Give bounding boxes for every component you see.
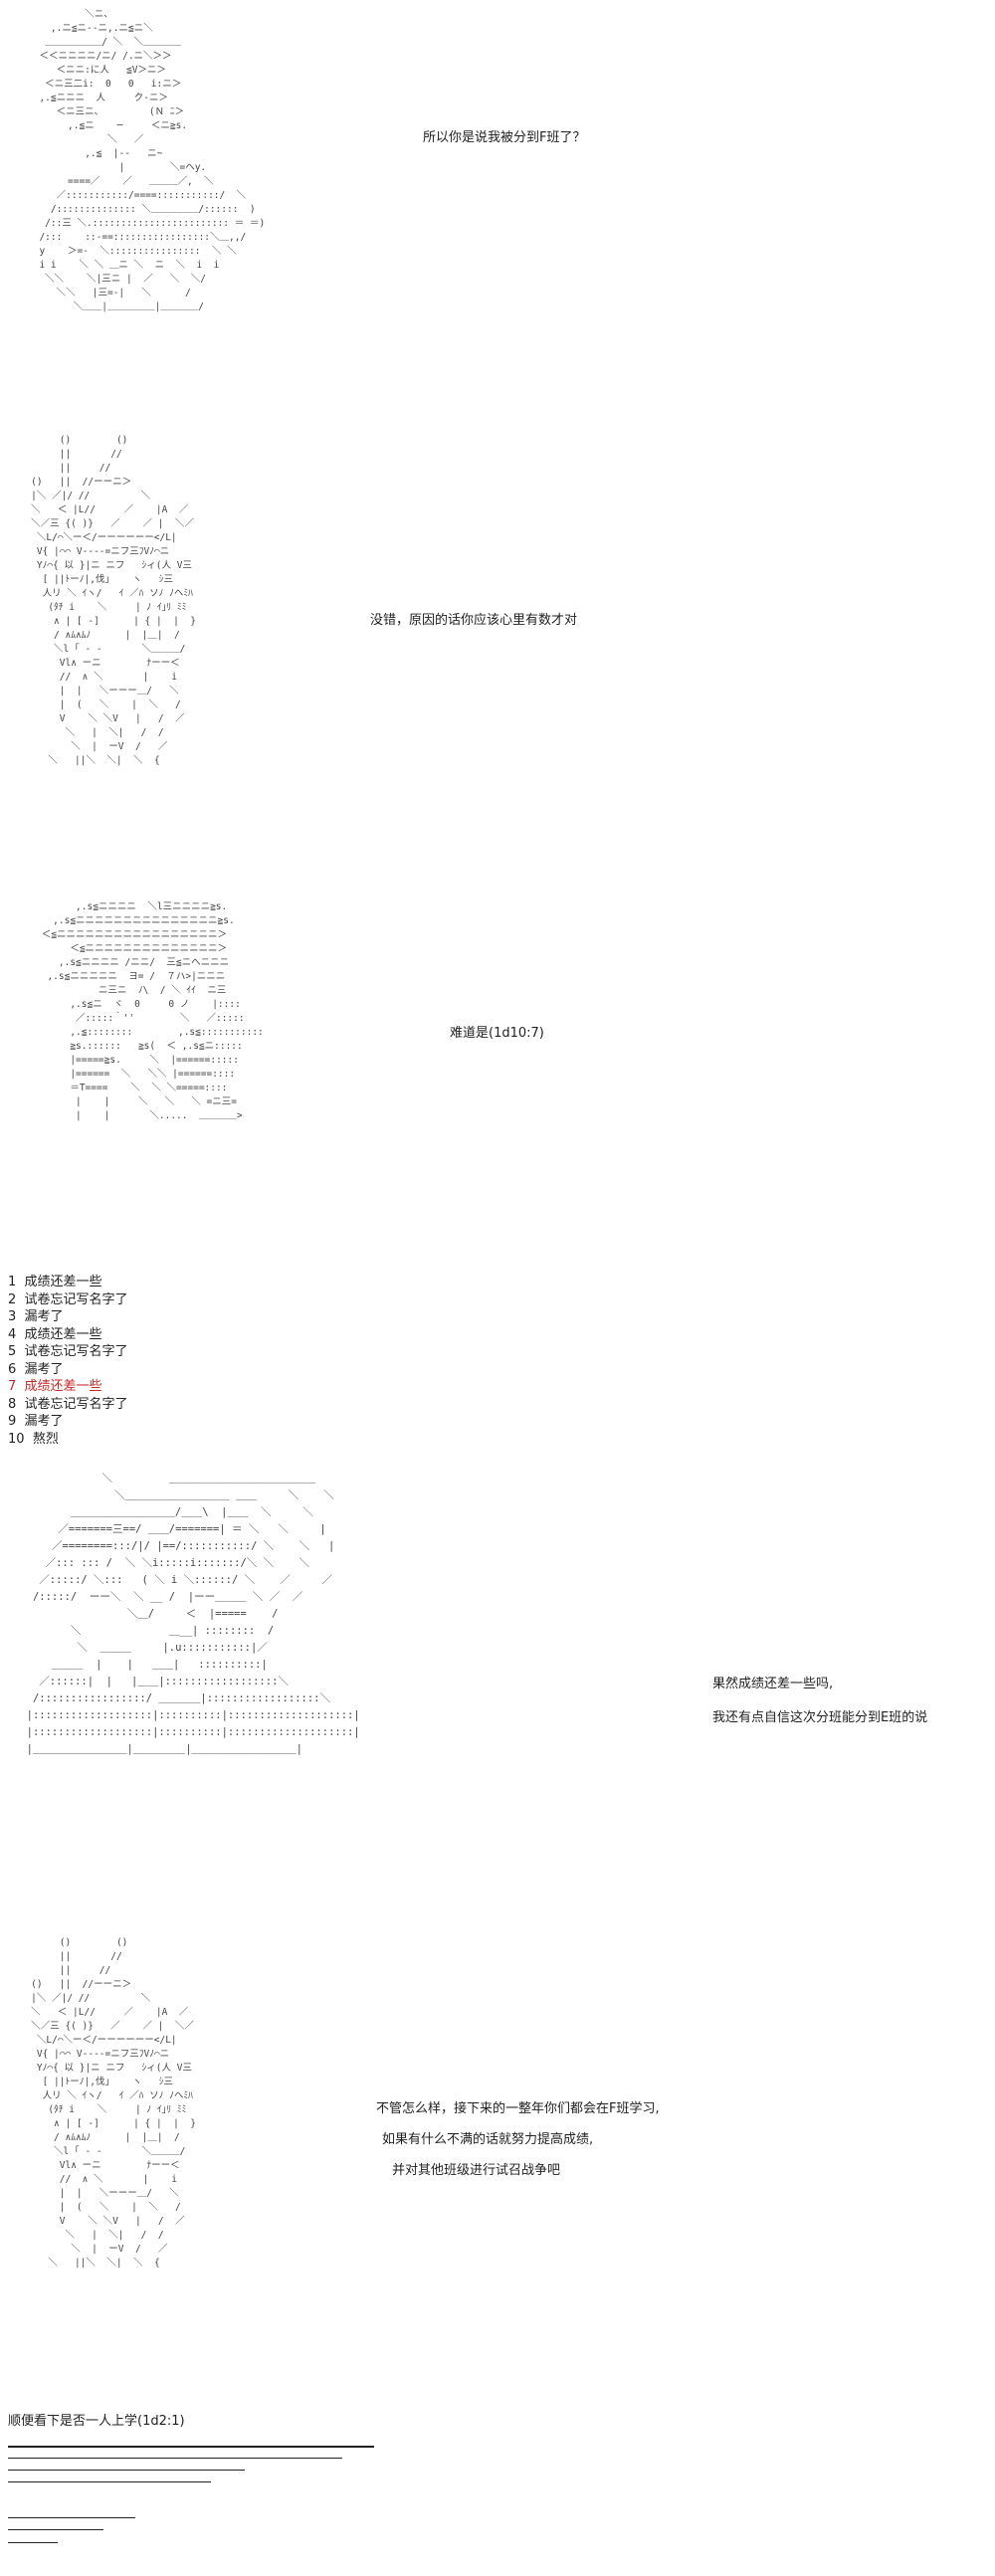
dialog-scene1: 所以你是说我被分到F班了？ [423,130,586,145]
roll-item: 5 试卷忘记写名字了 [8,1344,128,1359]
dialog-scene5: 不管怎么样，接下来的一整年你们都会在F班学习, 如果有什么不满的话就努力提高成绩… [376,2093,660,2186]
ascii-art-scene1: ＼ニ、 ,.ニ≦ニ--ニ,.ニ≦ニ＼ ＿＿＿＿＿＿/ ＼ ＼＿＿＿＿ ＜＜ニニニ… [39,9,266,312]
roll-item: 8 试卷忘记写名字了 [8,1396,128,1412]
roll-item: 1 成绩还差一些 [8,1275,102,1289]
dialog-line: 如果有什么不满的话就努力提高成绩, [382,2132,594,2147]
roll-item: 2 试卷忘记写名字了 [8,1291,128,1307]
divider-line [8,2529,103,2530]
divider-line [8,2470,245,2471]
divider-line [8,2458,342,2459]
dialog-line: 并对其他班级进行试召战争吧 [392,2163,561,2178]
ascii-art-scene3: ,.s≦ニニニニ ＼l三ニニニニ≧s. ,.s≦ニニニニニニニニニニニニニニニ≧… [41,901,264,1121]
dialog-line: 我还有点自信这次分班能分到E班的说 [712,1710,928,1725]
divider-line [8,2542,58,2543]
footer-note: 顺便看下是否一人上学(1d2:1) [8,2414,185,2429]
divider-line [8,2481,211,2482]
roll-result-list: 1 成绩还差一些 2 试卷忘记写名字了 3 漏考了 4 成绩还差一些 5 试卷忘… [8,1274,128,1448]
roll-item: 6 漏考了 [8,1361,64,1377]
roll-item-highlighted: 7 成绩还差一些 [8,1379,102,1394]
roll-item: 3 漏考了 [8,1309,64,1324]
divider-line [8,2446,374,2448]
ascii-art-scene5: () () || // || // () || //ーーニ＞ |＼ ／|/ //… [31,1937,197,2269]
ascii-art-scene2: () () || // || // () || //ーーニ＞ |＼ ／|/ //… [31,435,197,766]
dialog-scene3: 难道是(1d10:7) [450,1026,544,1041]
roll-item: 10 熬烈 [8,1431,59,1447]
roll-item: 9 漏考了 [8,1414,64,1429]
divider-line [8,2517,135,2518]
roll-item: 4 成绩还差一些 [8,1326,102,1342]
dialog-line: 果然成绩还差一些吗, [712,1677,834,1691]
dialog-scene2: 没错，原因的话你应该心里有数才对 [370,613,578,628]
ascii-art-scene4: ＼ ＿＿＿＿＿＿＿＿＿＿＿＿＿＿ ＼＿＿＿＿＿＿＿＿＿＿ ＿＿ ＼ ＼ ＿＿＿＿… [26,1473,360,1755]
dialog-line: 不管怎么样，接下来的一整年你们都会在F班学习, [376,2101,660,2116]
dialog-scene4: 果然成绩还差一些吗, 我还有点自信这次分班能分到E班的说 [712,1668,927,1735]
